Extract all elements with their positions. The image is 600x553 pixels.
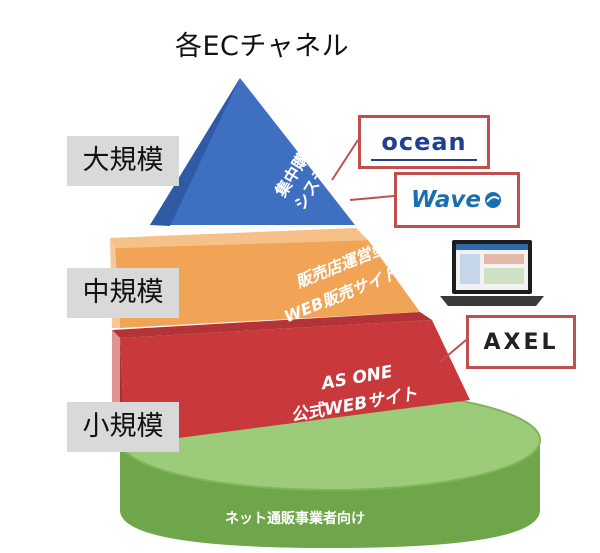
top-tier	[150, 78, 355, 226]
laptop-icon	[440, 240, 544, 306]
ocean-logo-underline	[371, 159, 477, 161]
connector-lines	[331, 139, 467, 363]
size-label-small: 小規模	[67, 402, 179, 452]
size-label-large: 大規模	[67, 136, 179, 186]
ocean-logo-text: ocean	[381, 128, 467, 156]
axel-logo: AXEL	[466, 315, 576, 369]
diagram-title: 各ECチャネル	[175, 31, 350, 62]
size-label-medium: 中規模	[67, 268, 179, 318]
wave-logo: Wave	[394, 172, 520, 228]
base-label: ネット通販事業者向け	[225, 510, 365, 527]
wave-swirl-icon	[484, 192, 501, 208]
axel-logo-text: AXEL	[483, 329, 559, 355]
wave-logo-text: Wave	[411, 187, 481, 213]
ocean-logo: ocean	[358, 115, 490, 169]
